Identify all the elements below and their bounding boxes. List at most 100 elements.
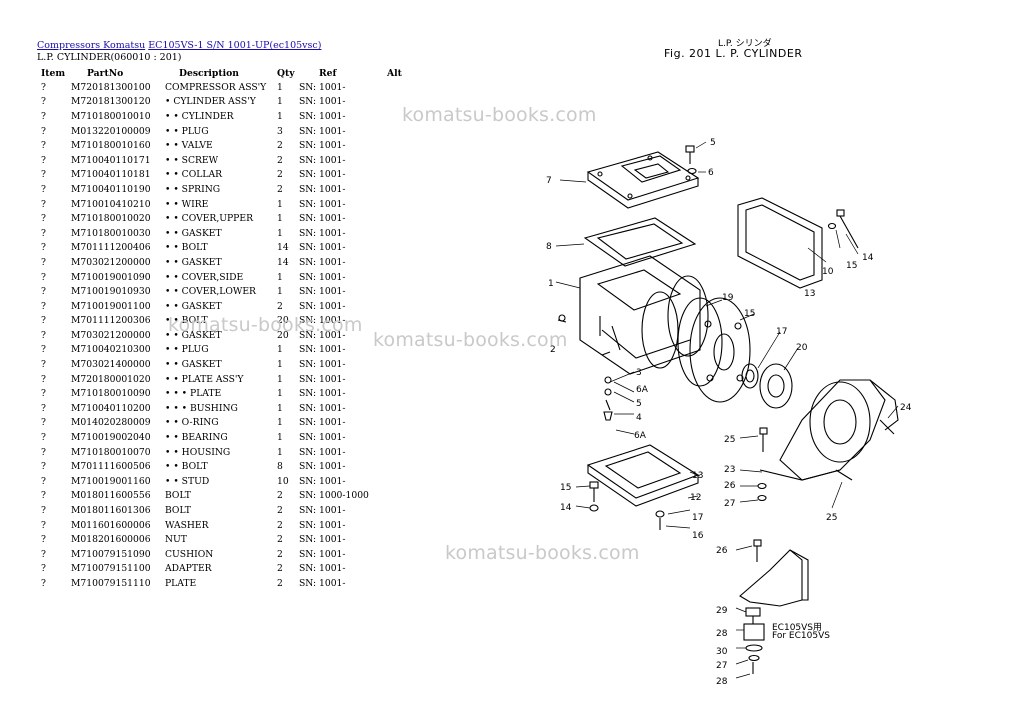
cell-qty: 1 [277,227,283,239]
cell-description: • • GASKET [165,359,222,371]
cell-alt [385,182,409,197]
cell-qty: 1 [277,359,283,371]
cell-partno: M710019001090 [71,271,151,283]
cell-partno: M710079151100 [71,563,151,575]
cell-description: • • SPRING [165,183,221,195]
cell-partno: M710019001160 [71,475,151,487]
cell-partno: M703021400000 [71,359,151,371]
cell-description: • • BOLT [165,461,208,473]
cell-description: • • O-RING [165,417,219,429]
cell-partno: M018011600556 [71,490,151,502]
cell-description: • • BOLT [165,315,208,327]
cell-partno: M720180001020 [71,373,151,385]
callout-label: 6 [708,168,714,178]
cell-item: ? [41,271,46,283]
callout-label: 20 [796,343,808,353]
cell-ref: SN: 1001- [299,446,346,458]
cell-item: ? [41,227,46,239]
cell-description: • • PLUG [165,125,209,137]
cell-description: BOLT [165,490,191,502]
cell-partno: M710040110200 [71,402,151,414]
cell-alt [385,474,409,489]
cell-partno: M710019010930 [71,286,151,298]
watermark: komatsu-books.com [168,314,363,336]
cell-qty: 1 [277,417,283,429]
cell-ref: SN: 1001- [299,344,346,356]
cell-qty: 1 [277,286,283,298]
callout-label: 19 [722,293,734,303]
cell-qty: 1 [277,110,283,122]
cell-item: ? [41,446,46,458]
cell-alt [385,314,409,329]
cell-qty: 1 [277,81,283,93]
cell-description: • • PLUG [165,344,209,356]
callout-label: 29 [716,606,728,616]
cell-qty: 10 [277,475,289,487]
cell-ref: SN: 1001- [299,475,346,487]
cell-item: ? [41,242,46,254]
model-note: For EC105VS [772,631,830,641]
diagram-drawing [557,145,899,674]
cell-ref: SN: 1001- [299,154,346,166]
callout-label: 25 [826,513,837,523]
callout-label: 8 [546,242,552,252]
cell-partno: M710040110171 [71,154,151,166]
callout-label: 4 [636,413,642,423]
callout-label: 1 [548,279,554,289]
cell-partno: M013220100009 [71,125,151,137]
cell-partno: M710180010090 [71,388,151,400]
cell-ref: SN: 1001- [299,432,346,444]
cell-alt [385,416,409,431]
cell-qty: 1 [277,96,283,108]
cell-description: • • COVER,SIDE [165,271,244,283]
cell-partno: M710019002040 [71,432,151,444]
cell-qty: 2 [277,548,283,560]
cell-item: ? [41,300,46,312]
cell-qty: 2 [277,505,283,517]
cell-partno: M014020280009 [71,417,151,429]
cell-partno: M703021200000 [71,256,151,268]
cell-item: ? [41,344,46,356]
callout-label: 16 [692,531,704,541]
cell-alt [385,80,409,95]
cell-ref: SN: 1001- [299,388,346,400]
cell-alt [385,357,409,372]
watermark: komatsu-books.com [402,104,597,126]
cell-item: ? [41,563,46,575]
cell-item: ? [41,388,46,400]
cell-alt [385,489,409,504]
table-header-row: Item PartNo Description Qty Ref Alt [37,66,409,80]
col-header-partno: PartNo [87,67,124,79]
cell-item: ? [41,534,46,546]
cell-alt [385,270,409,285]
cell-ref: SN: 1001- [299,169,346,181]
cell-description: ADAPTER [165,563,212,575]
leader-lines [555,141,899,679]
cell-ref: SN: 1001- [299,110,346,122]
cell-alt [385,284,409,299]
cell-partno: M703021200000 [71,329,151,341]
cell-description: • • BEARING [165,432,228,444]
breadcrumb-link-compressors[interactable]: Compressors Komatsu [37,40,146,51]
breadcrumb-link-model[interactable]: EC105VS-1 S/N 1001-UP(ec105vsc) [148,40,322,51]
cell-ref: SN: 1001- [299,242,346,254]
cell-partno: M018201600006 [71,534,151,546]
cell-qty: 2 [277,169,283,181]
cell-partno: M720181300120 [71,96,151,108]
cell-partno: M701111600506 [71,461,151,473]
callout-labels: 7 8 1 5 2 6 10 15 14 13 19 15 17 20 3 6A… [546,138,912,687]
cell-item: ? [41,213,46,225]
cell-description: COMPRESSOR ASS'Y [165,81,267,93]
cell-description: • CYLINDER ASS'Y [165,96,256,108]
callout-label: 15 [846,261,857,271]
cell-qty: 20 [277,315,289,327]
cell-alt [385,532,409,547]
cell-description: NUT [165,534,187,546]
